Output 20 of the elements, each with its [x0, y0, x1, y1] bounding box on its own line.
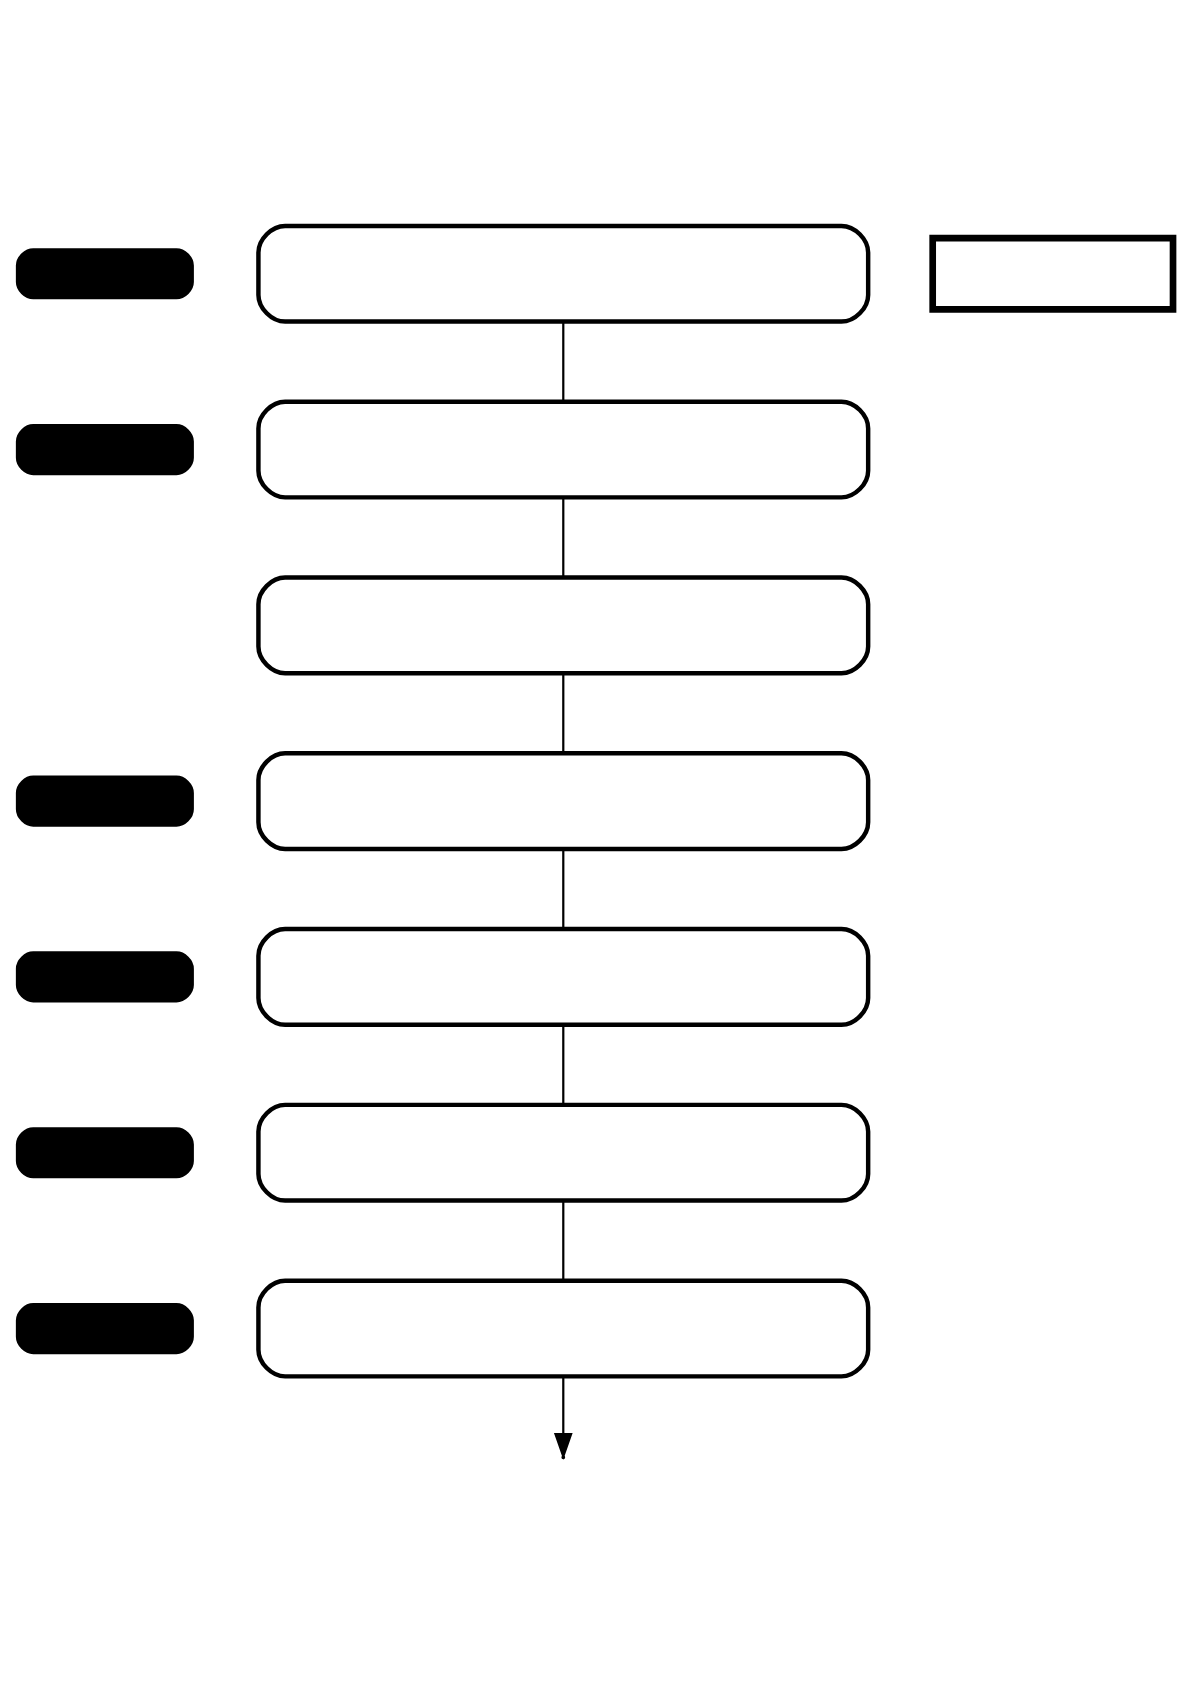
node-box — [256, 926, 871, 1027]
node-box — [256, 223, 871, 324]
node-box — [256, 575, 871, 676]
connector — [562, 673, 565, 753]
node-box — [256, 399, 871, 500]
node-box — [15, 1127, 194, 1179]
connector — [562, 1200, 565, 1281]
node-box — [256, 1278, 871, 1379]
node-box — [15, 1302, 194, 1355]
node-box — [15, 248, 194, 300]
node-box — [256, 751, 871, 852]
connector — [562, 1025, 565, 1105]
node-box — [15, 423, 194, 476]
connector — [562, 497, 565, 578]
node-box — [256, 1102, 871, 1203]
node-box — [929, 234, 1177, 313]
node-box — [15, 775, 194, 827]
node-box — [15, 951, 194, 1003]
connector — [562, 321, 565, 402]
connector — [562, 849, 565, 929]
